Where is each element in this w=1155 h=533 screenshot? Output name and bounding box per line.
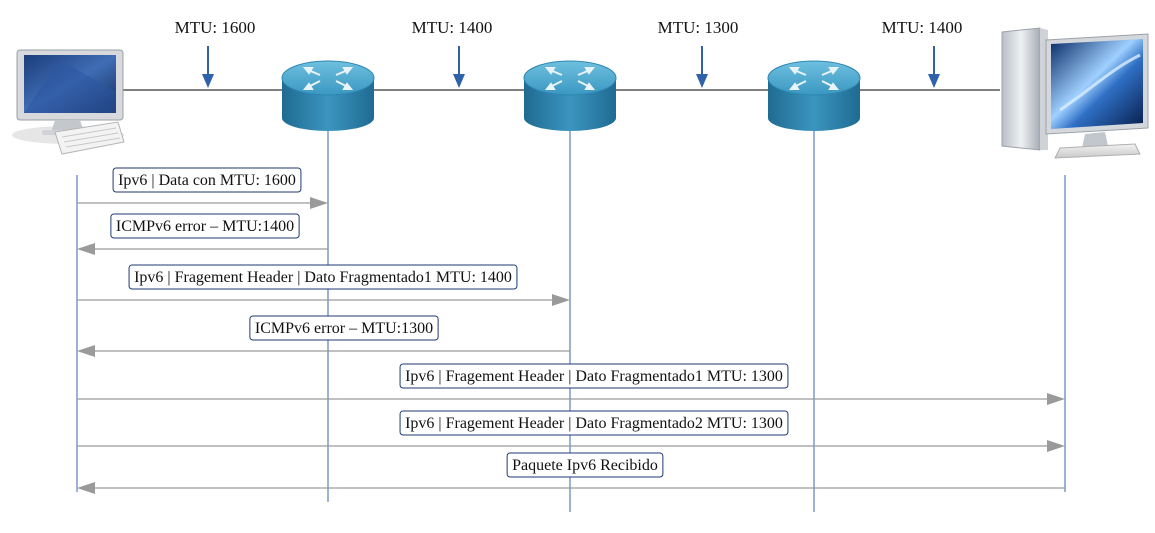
router-3-icon <box>767 60 861 131</box>
arrowhead-icon <box>77 243 95 255</box>
arrowhead-icon <box>310 197 328 209</box>
lifelines <box>76 120 1066 512</box>
message-label-box <box>506 452 664 478</box>
message-label: ICMPv6 error – MTU:1300 <box>255 320 433 337</box>
mtu-arrows <box>202 46 940 88</box>
message-7: Paquete Ipv6 Recibido <box>77 452 1065 494</box>
message-label: Ipv6 | Fragement Header | Dato Fragmenta… <box>405 415 783 432</box>
message-label: Ipv6 | Data con MTU: 1600 <box>118 172 296 189</box>
mtu-arrow-1-icon <box>202 46 214 88</box>
arrowhead-icon <box>77 345 95 357</box>
desktop-computer-icon <box>12 49 125 155</box>
message-label: Ipv6 | Fragement Header | Dato Fragmenta… <box>405 368 783 385</box>
message-1: Ipv6 | Data con MTU: 1600 <box>77 167 328 209</box>
arrowhead-icon <box>552 294 570 306</box>
message-label-box <box>128 264 518 290</box>
message-label-box <box>112 167 302 193</box>
message-4: ICMPv6 error – MTU:1300 <box>77 315 570 357</box>
message-6: Ipv6 | Fragement Header | Dato Fragmenta… <box>77 410 1065 452</box>
mtu-arrow-2-icon <box>453 46 465 88</box>
arrowhead-icon <box>1047 440 1065 452</box>
mtu-label-4: MTU: 1400 <box>882 18 963 37</box>
message-label: Paquete Ipv6 Recibido <box>512 457 658 474</box>
mtu-arrow-3-icon <box>696 46 708 88</box>
mtu-label-1: MTU: 1600 <box>175 18 256 37</box>
mtu-label-2: MTU: 1400 <box>412 18 493 37</box>
message-5: Ipv6 | Fragement Header | Dato Fragmenta… <box>77 363 1065 405</box>
message-label-box <box>399 410 789 436</box>
message-3: Ipv6 | Fragement Header | Dato Fragmenta… <box>77 264 570 306</box>
message-label-box <box>249 315 439 341</box>
monitor-computer-icon <box>1001 27 1149 159</box>
mtu-label-3: MTU: 1300 <box>658 18 739 37</box>
message-2: ICMPv6 error – MTU:1400 <box>77 213 328 255</box>
message-label-box <box>110 213 300 239</box>
router-2-icon <box>523 60 617 131</box>
message-label: ICMPv6 error – MTU:1400 <box>116 218 294 235</box>
router-1-icon <box>281 60 375 131</box>
message-label-box <box>399 363 789 389</box>
arrowhead-icon <box>77 482 95 494</box>
mtu-label-group: MTU: 1600 MTU: 1400 MTU: 1300 MTU: 1400 <box>175 18 963 37</box>
message-label: Ipv6 | Fragement Header | Dato Fragmenta… <box>134 269 512 286</box>
arrowhead-icon <box>1047 393 1065 405</box>
mtu-arrow-4-icon <box>928 46 940 88</box>
